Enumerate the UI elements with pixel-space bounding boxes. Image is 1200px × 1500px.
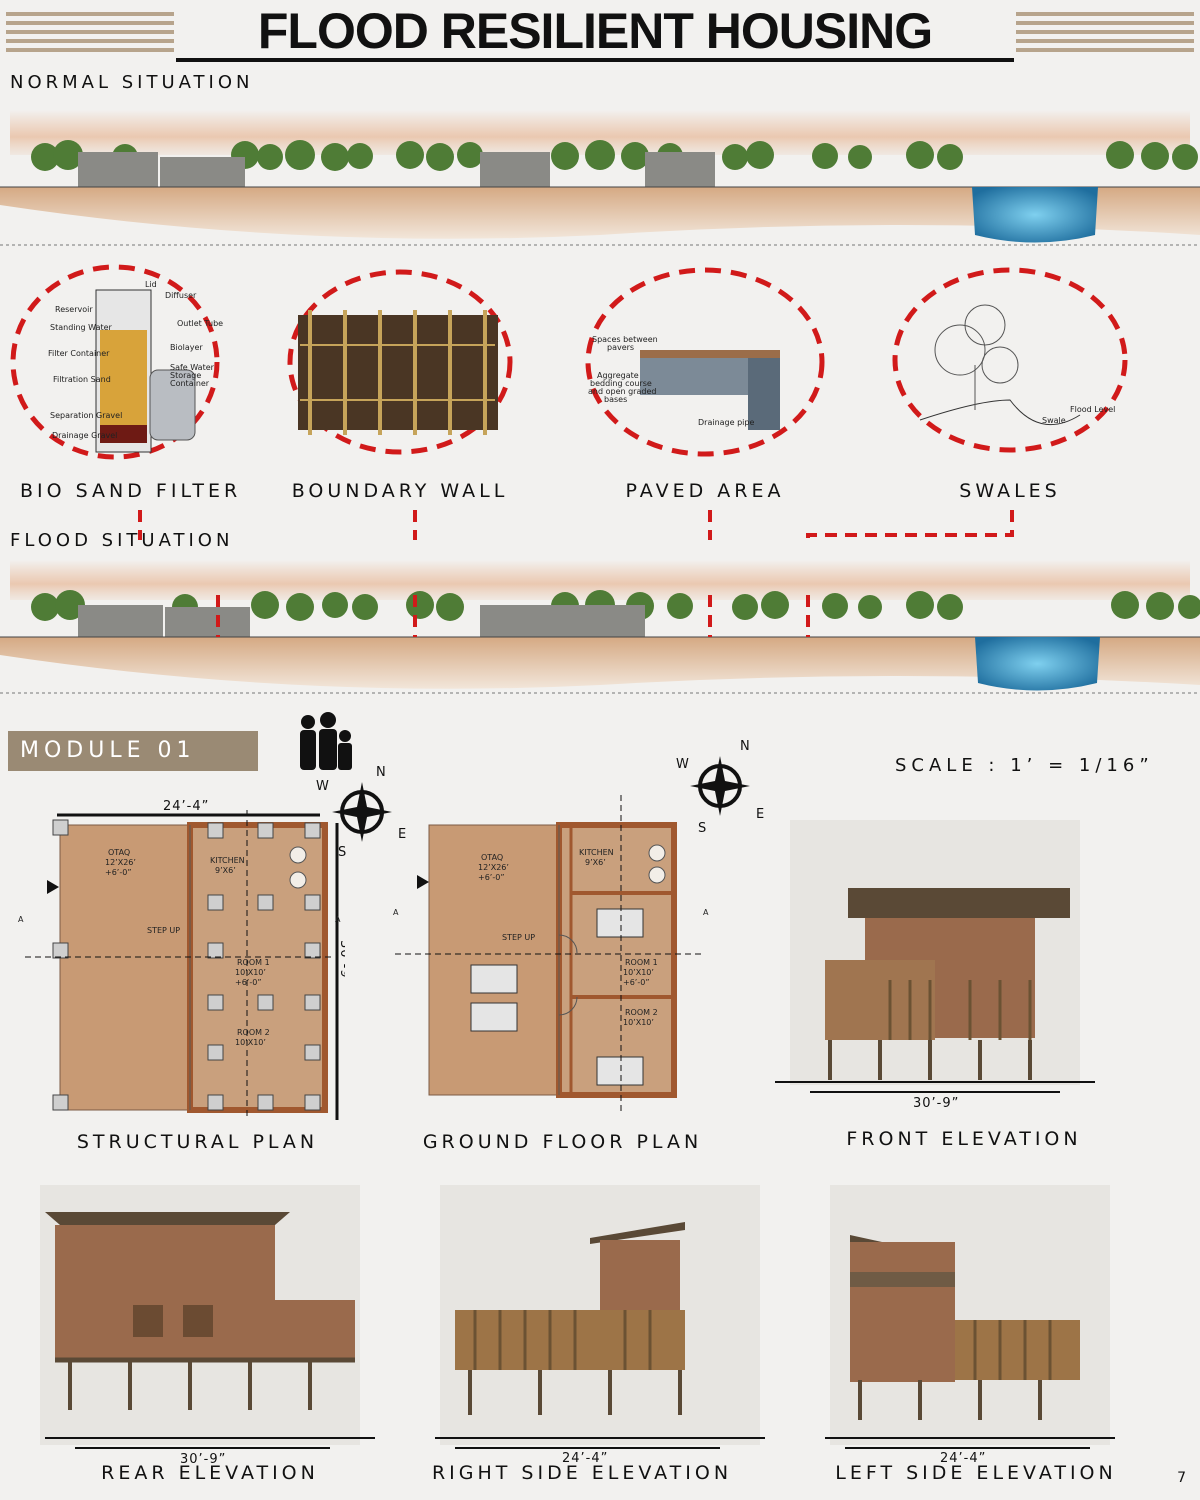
svg-text:Diffuser: Diffuser — [165, 291, 197, 300]
scale-note: SCALE : 1’ = 1/16” — [895, 755, 1154, 776]
feature-label-bio-sand-filter: BIO SAND FILTER — [20, 480, 242, 502]
svg-text:Container: Container — [170, 379, 210, 388]
svg-text:ROOM 1: ROOM 1 — [237, 958, 270, 967]
rear-elevation-title: REAR ELEVATION — [101, 1462, 319, 1484]
left-side-elevation: 24’-4” — [825, 1185, 1115, 1466]
north-compass-icon: N E S W — [316, 765, 407, 859]
svg-text:Filtration Sand: Filtration Sand — [53, 375, 111, 384]
svg-text:Standing Water: Standing Water — [50, 323, 113, 332]
feature-details: Reservoir Diffuser Lid Standing Water Ou… — [10, 264, 1128, 540]
svg-text:KITCHEN: KITCHEN — [210, 856, 245, 865]
tree-row — [31, 140, 1198, 171]
svg-text:Safe Water: Safe Water — [170, 363, 215, 372]
svg-text:N: N — [740, 739, 751, 754]
svg-text:E: E — [756, 807, 765, 822]
svg-text:30’-9”: 30’-9” — [337, 940, 345, 986]
svg-text:E: E — [398, 827, 407, 842]
svg-text:+6’-0”: +6’-0” — [105, 868, 131, 877]
flood-situation-heading: FLOOD SITUATION — [10, 530, 234, 551]
ground-floor-plan-title: GROUND FLOOR PLAN — [422, 1131, 703, 1153]
svg-text:A: A — [335, 915, 341, 924]
svg-text:24’-4”: 24’-4” — [940, 1451, 986, 1466]
structural-plan-title: STRUCTURAL PLAN — [76, 1131, 319, 1153]
svg-text:Biolayer: Biolayer — [170, 343, 203, 352]
svg-text:10’X10’: 10’X10’ — [235, 1038, 266, 1047]
svg-text:ROOM 2: ROOM 2 — [625, 1008, 658, 1017]
svg-text:Separation Gravel: Separation Gravel — [50, 411, 122, 420]
right-side-elevation: 24’-4” — [435, 1185, 765, 1466]
svg-text:30’-9”: 30’-9” — [913, 1096, 959, 1110]
right-side-elevation-title: RIGHT SIDE ELEVATION — [431, 1462, 733, 1484]
svg-text:pavers: pavers — [607, 343, 634, 352]
svg-text:Storage: Storage — [170, 371, 201, 380]
svg-text:STEP UP: STEP UP — [147, 926, 180, 935]
pond — [972, 187, 1098, 243]
normal-situation-section — [0, 110, 1200, 246]
ground-soil — [0, 187, 1200, 239]
svg-text:A: A — [18, 915, 24, 924]
svg-text:Drainage pipe: Drainage pipe — [698, 418, 754, 427]
north-compass-icon: N E S W — [676, 739, 765, 833]
svg-text:+6’-0”: +6’-0” — [478, 873, 504, 882]
svg-text:A: A — [703, 908, 709, 917]
svg-text:Aggregate: Aggregate — [597, 371, 639, 380]
svg-text:10’X10’: 10’X10’ — [623, 968, 654, 977]
svg-text:OTAQ: OTAQ — [481, 853, 503, 862]
svg-text:W: W — [316, 779, 330, 794]
svg-text:10’X10’: 10’X10’ — [235, 968, 266, 977]
module-label: MODULE 01 — [8, 731, 258, 771]
svg-text:Drainage Gravel: Drainage Gravel — [52, 431, 117, 440]
svg-text:bases: bases — [604, 395, 627, 404]
svg-text:STEP UP: STEP UP — [502, 933, 535, 942]
feature-label-paved-area: PAVED AREA — [625, 480, 785, 502]
svg-text:N: N — [376, 765, 387, 780]
svg-text:Swale: Swale — [1042, 416, 1066, 425]
svg-text:30’-9”: 30’-9” — [180, 1452, 226, 1467]
svg-text:ROOM 2: ROOM 2 — [237, 1028, 270, 1037]
svg-text:+6’-0”: +6’-0” — [235, 978, 261, 987]
svg-text:OTAQ: OTAQ — [108, 848, 130, 857]
svg-text:24’-4”: 24’-4” — [562, 1451, 608, 1466]
front-elevation: 30’-9” — [775, 820, 1095, 1110]
left-side-elevation-title: LEFT SIDE ELEVATION — [835, 1462, 1117, 1484]
svg-text:and open graded: and open graded — [588, 387, 656, 396]
feature-label-swales: SWALES — [959, 480, 1061, 502]
svg-text:S: S — [698, 821, 707, 833]
svg-text:12’X26’: 12’X26’ — [105, 858, 136, 867]
svg-text:10’X10’: 10’X10’ — [623, 1018, 654, 1027]
normal-situation-heading: NORMAL SITUATION — [10, 72, 254, 93]
feature-label-boundary-wall: BOUNDARY WALL — [291, 480, 509, 502]
svg-text:+6’-0”: +6’-0” — [623, 978, 649, 987]
svg-text:ROOM 1: ROOM 1 — [625, 958, 658, 967]
svg-text:KITCHEN: KITCHEN — [579, 848, 614, 857]
svg-text:Spaces between: Spaces between — [592, 335, 658, 344]
svg-text:Flood Level: Flood Level — [1070, 405, 1115, 414]
ground-floor-plan: OTAQ 12’X26’ +6’-0” KITCHEN 9’X6’ STEP U… — [393, 795, 709, 1115]
page-number: 7 — [1177, 1470, 1186, 1486]
houses — [78, 152, 715, 187]
family-icon — [300, 712, 352, 770]
svg-text:A: A — [393, 908, 399, 917]
svg-text:S: S — [338, 845, 347, 859]
rear-elevation: 30’-9” — [40, 1185, 375, 1467]
svg-text:Filter Container: Filter Container — [48, 349, 110, 358]
front-elevation-title: FRONT ELEVATION — [846, 1128, 1082, 1150]
svg-text:bedding course: bedding course — [590, 379, 652, 388]
svg-text:12’X26’: 12’X26’ — [478, 863, 509, 872]
svg-text:Reservoir: Reservoir — [55, 305, 93, 314]
svg-text:24’-4”: 24’-4” — [163, 799, 209, 814]
flood-situation-section — [0, 560, 1200, 694]
svg-text:W: W — [676, 757, 690, 772]
svg-text:Outlet Tube: Outlet Tube — [177, 319, 223, 328]
svg-text:9’X6’: 9’X6’ — [585, 858, 606, 867]
page-title: FLOOD RESILIENT HOUSING — [176, 4, 1014, 62]
svg-text:Lid: Lid — [145, 280, 157, 289]
svg-text:9’X6’: 9’X6’ — [215, 866, 236, 875]
structural-plan: 24’-4” 30’-9” OTAQ 12’X26’ +6’-0” KITCHE… — [18, 799, 345, 1120]
